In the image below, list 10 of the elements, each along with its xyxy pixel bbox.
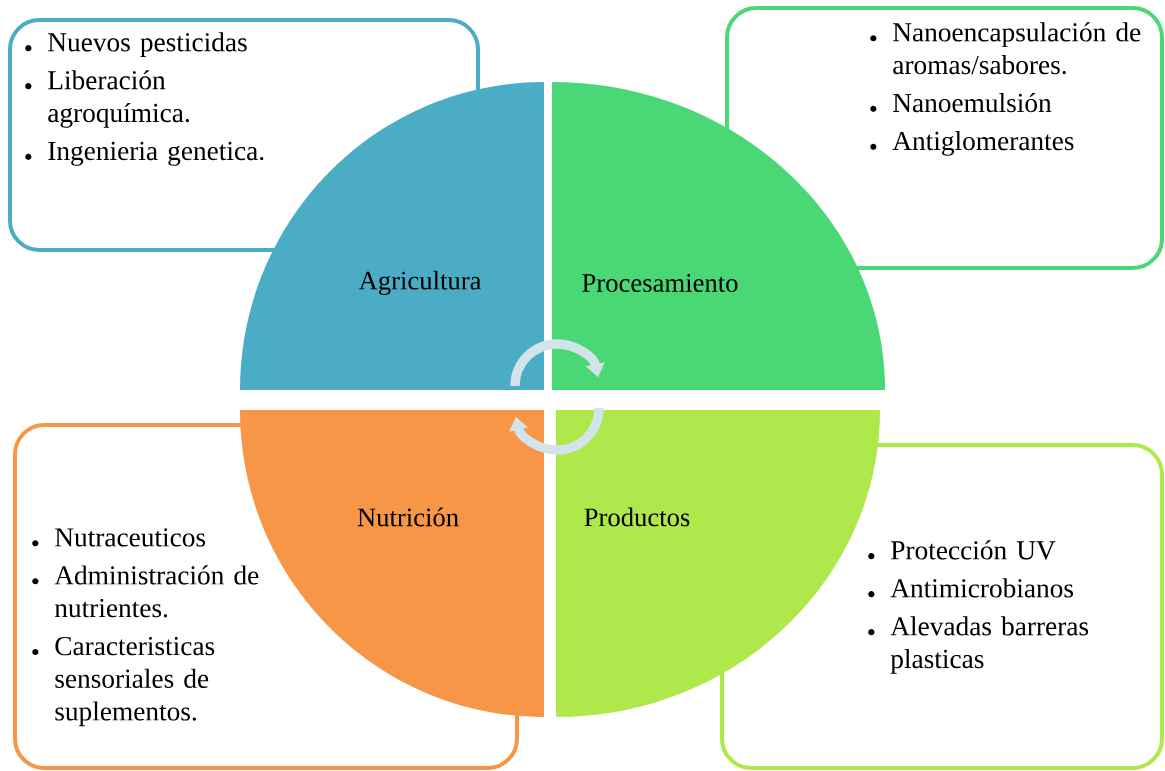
bullet-item: Nanoencapsulación de aromas/sabores. <box>870 22 1141 75</box>
bullet-item: Nuevos pesticidas <box>25 32 247 58</box>
curved-arrow <box>510 339 605 387</box>
quadrant: Procesamiento <box>552 82 885 390</box>
bullet-item: Nutraceuticos <box>32 528 206 547</box>
bullet-item: Liberación agroquímica. <box>25 70 189 128</box>
quadrant: Productos <box>556 410 880 717</box>
rounded-frame <box>725 6 1164 270</box>
bullet-item: Caracteristicas sensoriales de suplementos. <box>32 636 215 727</box>
curved-arrow <box>509 407 604 455</box>
